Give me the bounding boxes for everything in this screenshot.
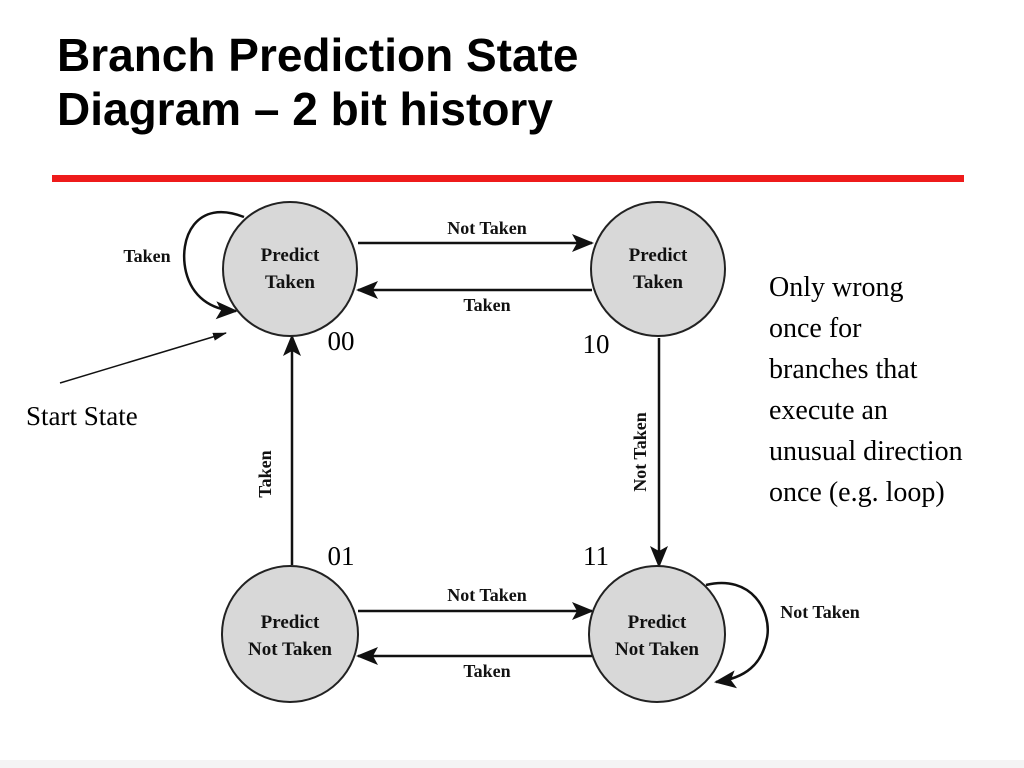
state-10-code: 10 bbox=[583, 329, 610, 359]
slide-title: Branch Prediction State Diagram – 2 bit … bbox=[57, 28, 578, 136]
label-01-to-11: Not Taken bbox=[447, 585, 527, 605]
start-state-label: Start State bbox=[26, 401, 138, 431]
note-line-2: once for bbox=[769, 313, 862, 344]
transition-01-to-00: Taken bbox=[255, 334, 301, 565]
label-00-self: Taken bbox=[123, 246, 170, 266]
note-line-6: once (e.g. loop) bbox=[769, 477, 945, 508]
transition-10-to-11: Not Taken bbox=[630, 338, 668, 568]
label-11-self: Not Taken bbox=[780, 602, 860, 622]
transition-10-to-00: Taken bbox=[356, 281, 592, 315]
transition-11-to-01: Taken bbox=[356, 647, 592, 681]
state-01-line2: Not Taken bbox=[248, 639, 332, 660]
label-00-to-10: Not Taken bbox=[447, 218, 527, 238]
state-01-code: 01 bbox=[328, 541, 355, 571]
self-loop-11: Not Taken bbox=[705, 581, 860, 689]
transition-01-to-11: Not Taken bbox=[358, 585, 594, 620]
label-10-to-00: Taken bbox=[463, 295, 510, 315]
label-11-to-01: Taken bbox=[463, 661, 510, 681]
state-00-code: 00 bbox=[328, 326, 355, 356]
state-10-line1: Predict bbox=[629, 245, 688, 266]
note-line-4: execute an bbox=[769, 395, 888, 426]
state-01: Predict Not Taken 01 bbox=[221, 541, 359, 703]
note-line-1: Only wrong bbox=[769, 272, 904, 303]
transition-00-to-10: Not Taken bbox=[358, 218, 594, 252]
slide-footer-strip bbox=[0, 760, 1024, 768]
state-01-line1: Predict bbox=[261, 612, 320, 633]
state-11: Predict Not Taken 11 bbox=[583, 541, 726, 703]
state-10-line2: Taken bbox=[633, 272, 683, 293]
label-01-to-00: Taken bbox=[255, 450, 275, 497]
slide-title-line-2: Diagram – 2 bit history bbox=[57, 83, 553, 135]
state-10: Predict Taken 10 bbox=[583, 201, 726, 359]
explanation-note: Only wrong once for branches that execut… bbox=[769, 267, 1019, 513]
start-state-pointer: Start State bbox=[26, 332, 227, 431]
label-10-to-11: Not Taken bbox=[630, 412, 650, 492]
state-00-line1: Predict bbox=[261, 245, 320, 266]
note-line-3: branches that bbox=[769, 354, 918, 385]
self-loop-00: Taken bbox=[123, 210, 245, 320]
state-11-line1: Predict bbox=[628, 612, 687, 633]
state-00: Predict Taken 00 bbox=[222, 201, 358, 356]
note-line-5: unusual direction bbox=[769, 436, 963, 467]
slide-title-line-1: Branch Prediction State bbox=[57, 29, 579, 81]
state-00-line2: Taken bbox=[265, 272, 315, 293]
state-11-line2: Not Taken bbox=[615, 639, 699, 660]
title-divider bbox=[52, 175, 964, 182]
state-11-code: 11 bbox=[583, 541, 609, 571]
